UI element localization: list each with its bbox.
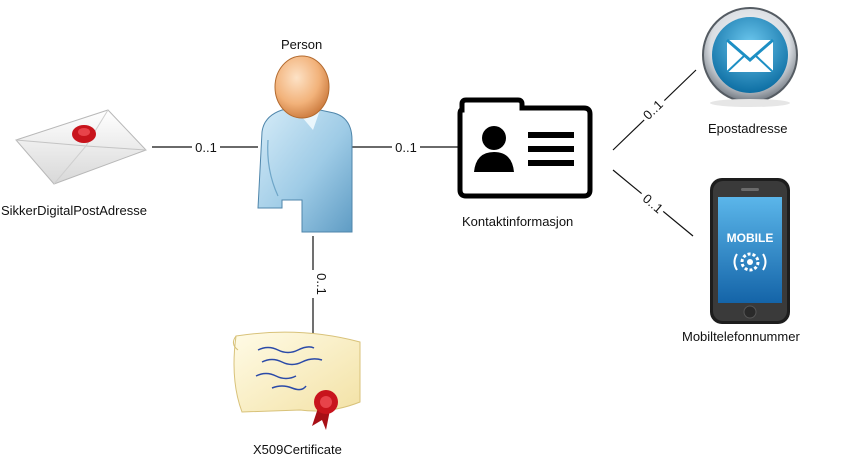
contact-card-icon — [457, 97, 593, 199]
multiplicity-person-kontakt: 0..1 — [395, 140, 417, 155]
connector-kontakt-epost: 0..1 — [612, 69, 697, 151]
mobile-phone-icon: MOBILE — [710, 178, 790, 324]
connector-person-kontakt: 0..1 — [352, 139, 458, 155]
multiplicity-person-sikker: 0..1 — [195, 140, 217, 155]
mobile-screen-text: MOBILE — [727, 231, 774, 245]
mail-icon — [702, 7, 798, 107]
mobil-label: Mobiltelefonnummer — [682, 329, 800, 344]
certificate-icon — [232, 331, 361, 430]
kontakt-label: Kontaktinformasjon — [462, 214, 574, 229]
connector-kontakt-mobil: 0..1 — [612, 169, 694, 237]
sealed-envelope-icon — [15, 109, 147, 185]
sikker-label: SikkerDigitalPostAdresse — [1, 203, 147, 218]
person-label: Person — [281, 37, 323, 52]
cert-label: X509Certificate — [253, 442, 342, 457]
connector-person-sikker: 0..1 — [152, 139, 258, 155]
connector-person-cert: 0..1 — [305, 236, 329, 334]
epost-label: Epostadresse — [708, 121, 788, 136]
person-icon — [257, 55, 353, 233]
multiplicity-person-cert: 0..1 — [314, 273, 329, 295]
